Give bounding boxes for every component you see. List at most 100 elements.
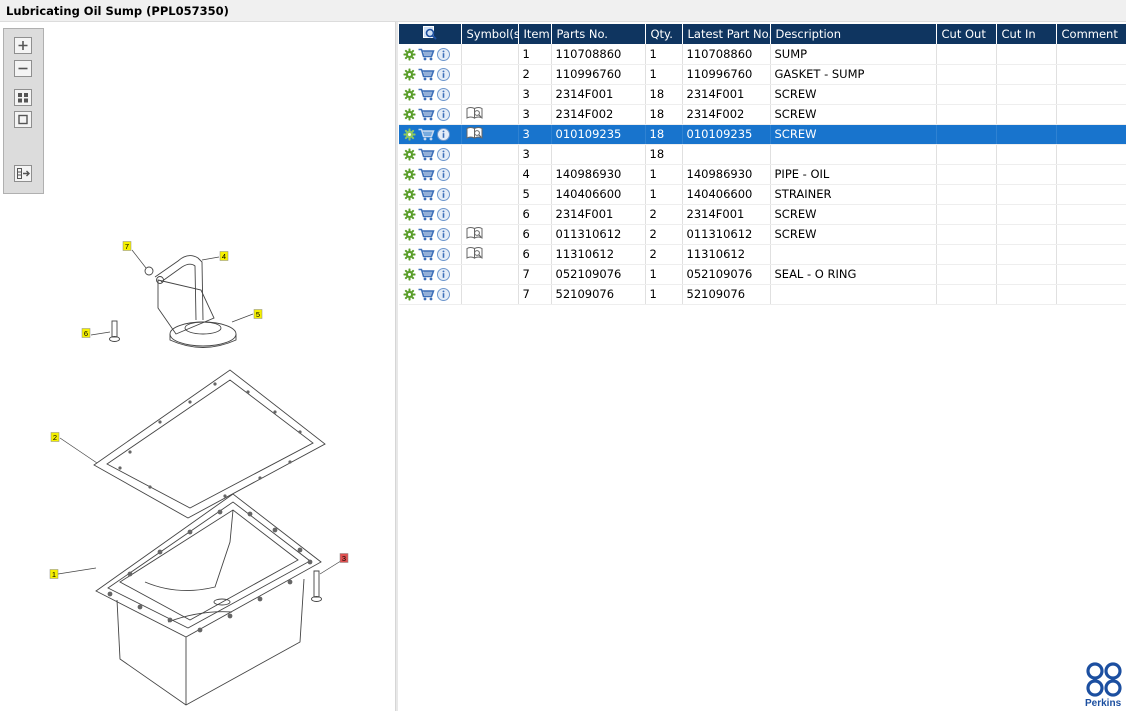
cart-icon[interactable] xyxy=(418,148,435,161)
callout-1[interactable]: 1 xyxy=(49,569,59,579)
cut-in-cell xyxy=(996,284,1057,305)
item-cell: 2 xyxy=(518,64,552,85)
cart-icon[interactable] xyxy=(418,248,435,261)
qty-cell: 18 xyxy=(645,104,683,125)
info-icon[interactable] xyxy=(437,188,450,201)
info-icon[interactable] xyxy=(437,168,450,181)
exploded-parts-drawing: 7 4 5 6 2 3 1 xyxy=(49,241,349,706)
info-icon[interactable] xyxy=(437,88,450,101)
cart-icon[interactable] xyxy=(418,48,435,61)
info-icon[interactable] xyxy=(437,248,450,261)
info-icon[interactable] xyxy=(437,288,450,301)
cart-icon[interactable] xyxy=(418,288,435,301)
cut-out-cell xyxy=(936,104,997,125)
cart-icon[interactable] xyxy=(418,188,435,201)
column-header[interactable]: Latest Part No. xyxy=(682,24,771,44)
item-cell: 7 xyxy=(518,284,552,305)
cart-icon[interactable] xyxy=(418,68,435,81)
callout-5[interactable]: 5 xyxy=(253,309,263,319)
qty-cell: 18 xyxy=(645,144,683,165)
gear-icon[interactable] xyxy=(403,148,416,161)
callout-label: 4 xyxy=(222,252,226,261)
gear-icon[interactable] xyxy=(403,228,416,241)
info-icon[interactable] xyxy=(437,228,450,241)
qty-cell: 1 xyxy=(645,184,683,205)
gear-icon[interactable] xyxy=(403,208,416,221)
info-icon[interactable] xyxy=(437,268,450,281)
book-symbol-icon xyxy=(466,247,482,259)
part-number-cell: 2314F002 xyxy=(551,104,646,125)
callout-7[interactable]: 7 xyxy=(122,241,132,251)
cart-icon[interactable] xyxy=(418,108,435,121)
drawing-pane[interactable]: 7 4 5 6 2 3 1 xyxy=(0,22,395,711)
item-cell: 3 xyxy=(518,124,552,145)
fit-window-button[interactable] xyxy=(14,89,32,106)
column-header[interactable]: Item xyxy=(518,24,552,44)
actual-size-button[interactable] xyxy=(14,111,32,128)
callout-3[interactable]: 3 xyxy=(339,553,349,563)
gear-icon[interactable] xyxy=(403,88,416,101)
column-header[interactable]: Cut In xyxy=(996,24,1057,44)
column-header[interactable]: Symbol(s) xyxy=(461,24,519,44)
symbol-cell xyxy=(461,84,519,105)
qty-cell: 2 xyxy=(645,244,683,265)
grid-icon xyxy=(18,93,28,103)
zoom-in-button[interactable] xyxy=(14,37,32,54)
column-header[interactable]: Qty. xyxy=(645,24,683,44)
comment-cell xyxy=(1056,184,1126,205)
info-icon[interactable] xyxy=(437,128,450,141)
cart-icon[interactable] xyxy=(418,208,435,221)
column-header[interactable]: Cut Out xyxy=(936,24,997,44)
callout-2[interactable]: 2 xyxy=(50,432,60,442)
gear-icon[interactable] xyxy=(403,248,416,261)
cut-in-cell xyxy=(996,104,1057,125)
column-header[interactable]: Parts No. xyxy=(551,24,646,44)
callout-4[interactable]: 4 xyxy=(219,251,229,261)
info-icon[interactable] xyxy=(437,68,450,81)
gear-icon[interactable] xyxy=(403,48,416,61)
qty-cell: 1 xyxy=(645,264,683,285)
cart-icon[interactable] xyxy=(418,268,435,281)
cut-out-cell xyxy=(936,144,997,165)
description-cell xyxy=(770,244,937,265)
pane-splitter[interactable] xyxy=(395,22,398,711)
column-header[interactable]: Description xyxy=(770,24,937,44)
cart-icon[interactable] xyxy=(418,168,435,181)
callout-6[interactable]: 6 xyxy=(81,328,91,338)
export-button[interactable] xyxy=(14,165,32,182)
comment-cell xyxy=(1056,104,1126,125)
info-icon[interactable] xyxy=(437,47,450,61)
cart-icon[interactable] xyxy=(418,128,435,141)
gear-icon[interactable] xyxy=(403,108,416,121)
gear-icon[interactable] xyxy=(403,288,416,301)
cut-in-cell xyxy=(996,264,1057,285)
cart-icon[interactable] xyxy=(418,228,435,241)
info-icon[interactable] xyxy=(437,208,450,221)
gear-icon[interactable] xyxy=(403,68,416,81)
gear-icon[interactable] xyxy=(403,268,416,281)
gear-icon[interactable] xyxy=(403,168,416,181)
sump-part xyxy=(95,493,322,638)
zoom-out-button[interactable] xyxy=(14,60,32,77)
column-header-search[interactable] xyxy=(399,24,462,44)
gear-icon[interactable] xyxy=(403,188,416,201)
gear-icon[interactable] xyxy=(403,128,416,141)
info-icon[interactable] xyxy=(437,108,450,121)
info-icon[interactable] xyxy=(437,148,450,161)
column-header[interactable]: Comment xyxy=(1056,24,1126,44)
row-actions-cell xyxy=(399,284,462,305)
cart-icon[interactable] xyxy=(418,88,435,101)
